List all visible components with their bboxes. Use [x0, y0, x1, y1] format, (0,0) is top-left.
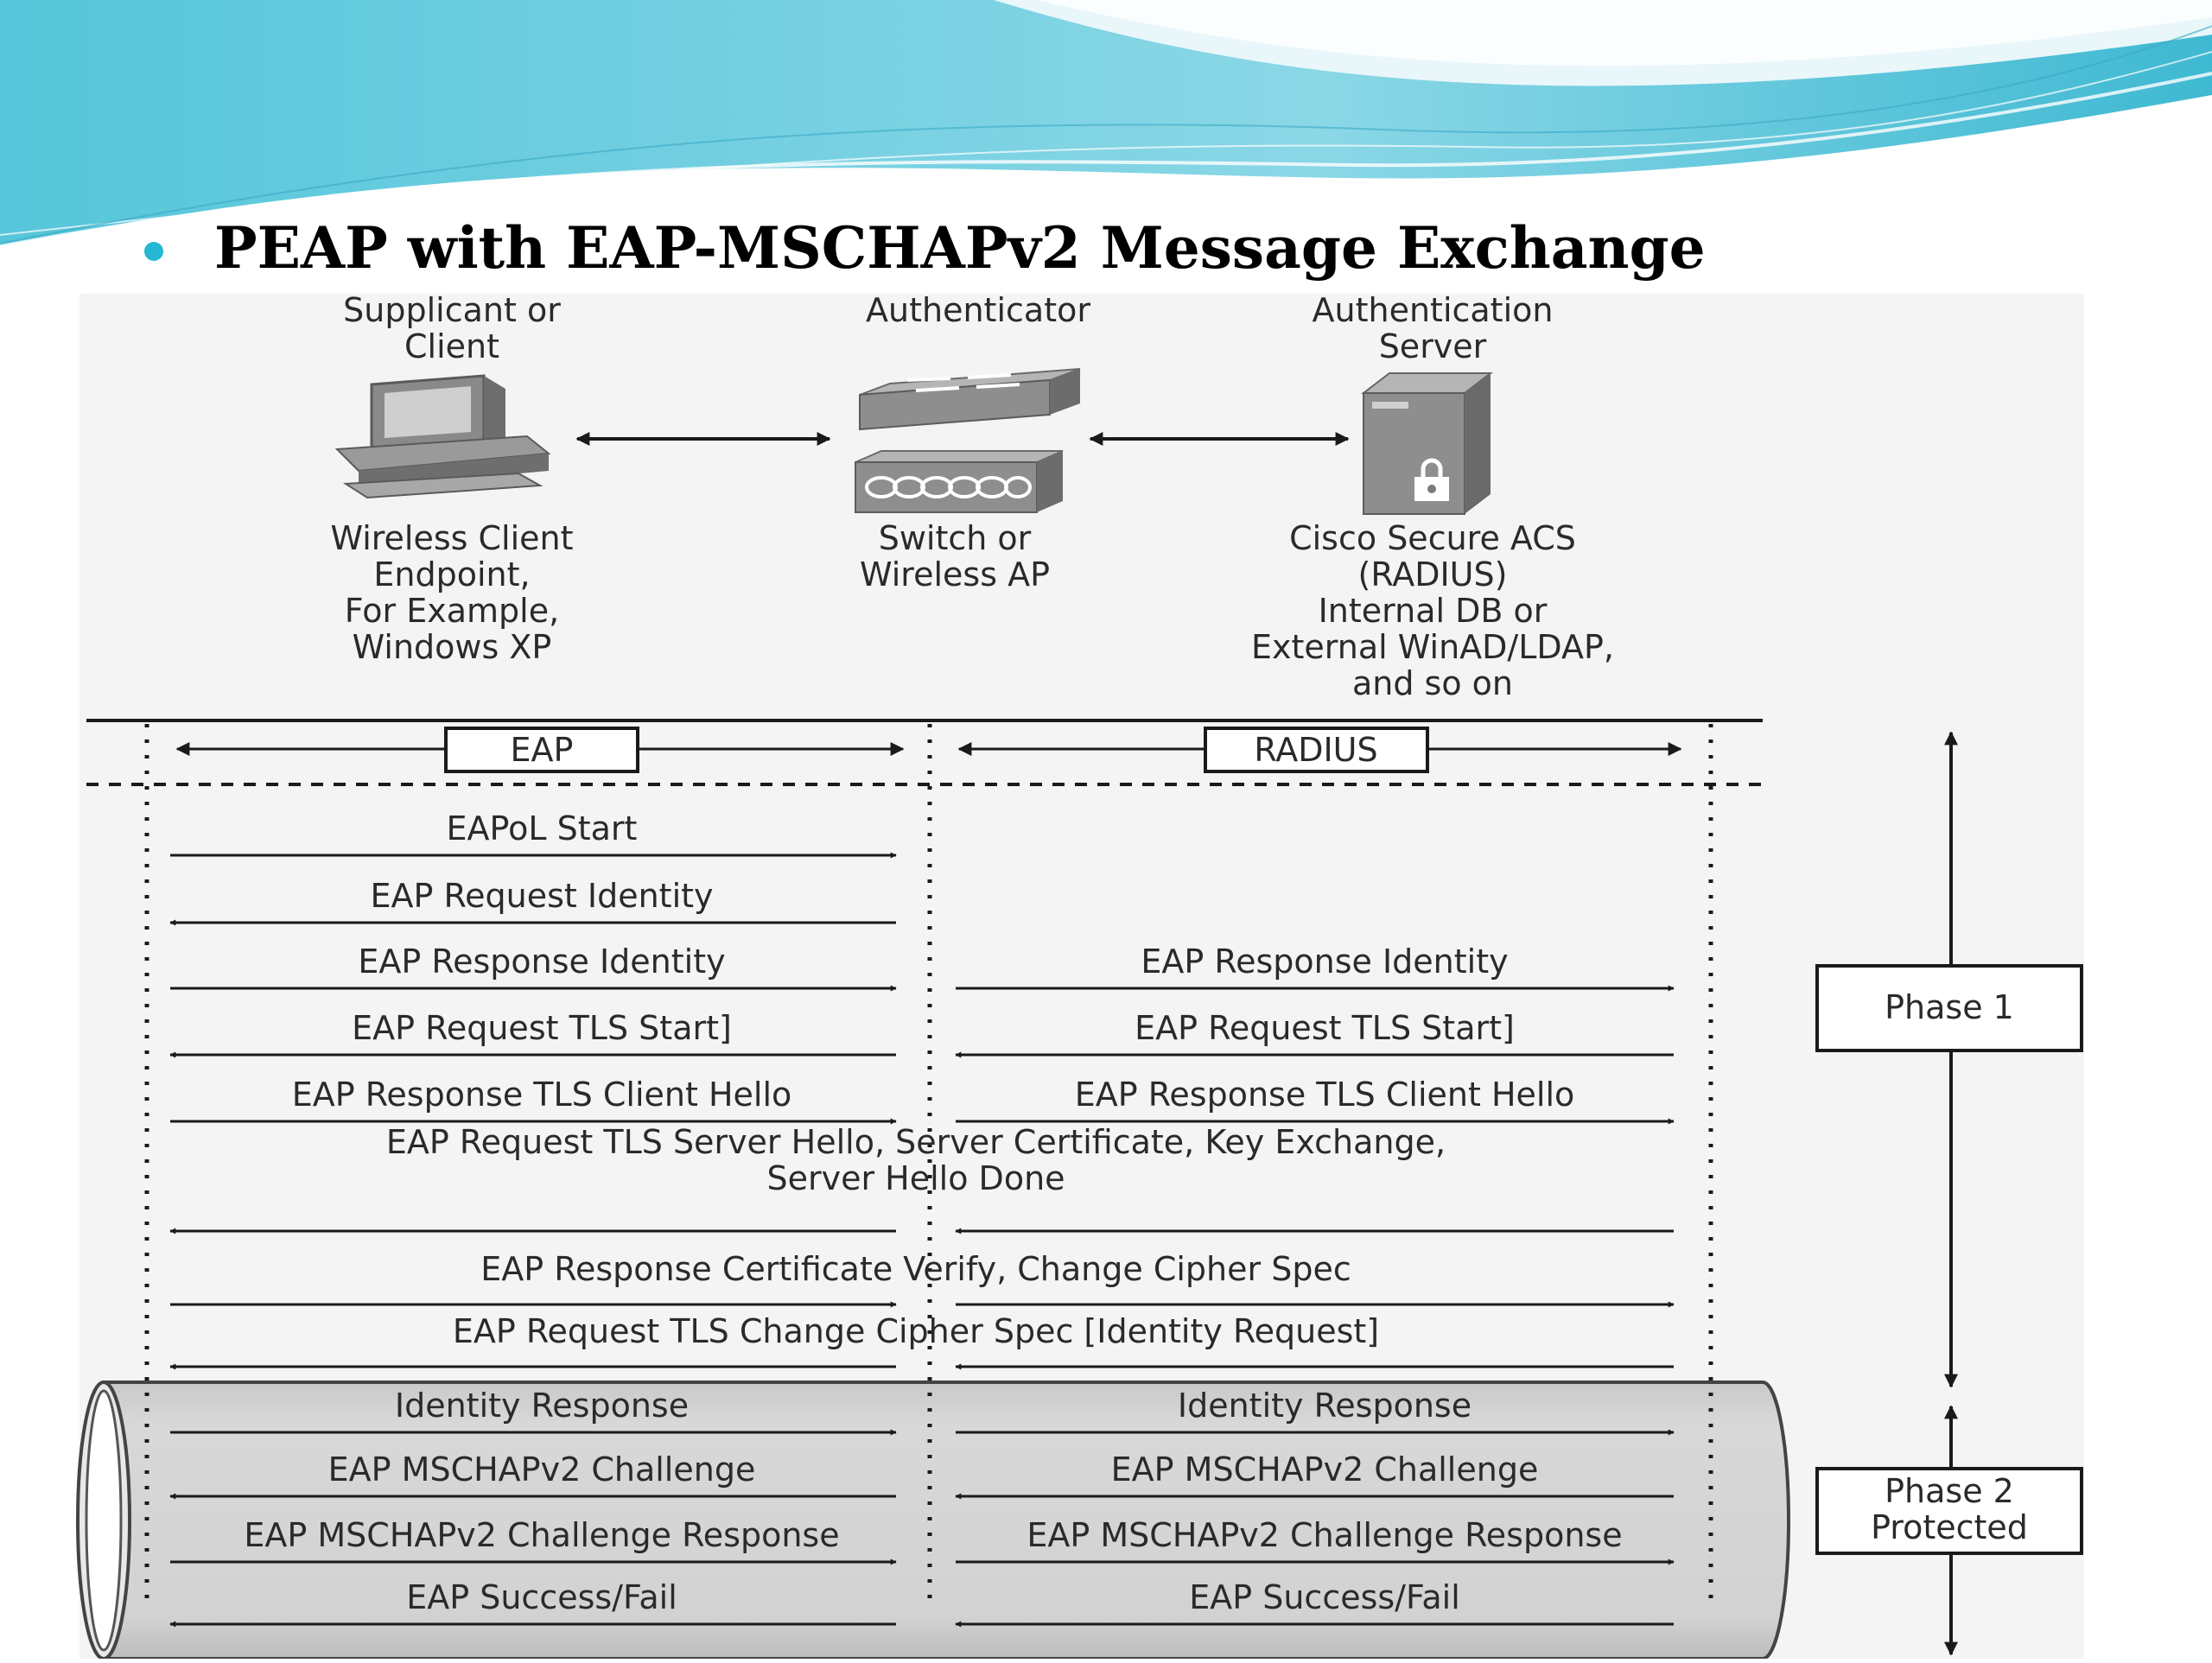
- message-label-span: EAP Request TLS Change Cipher Spec [Iden…: [453, 1312, 1379, 1350]
- message-label-right: EAP MSCHAPv2 Challenge: [1111, 1450, 1539, 1488]
- supplicant-caption-line-1: Wireless Client: [330, 519, 573, 557]
- eap-protocol-label: EAP: [511, 731, 574, 769]
- message-label-right: EAP Success/Fail: [1189, 1578, 1460, 1616]
- server-caption-line-4: External WinAD/LDAP,: [1251, 628, 1614, 666]
- server-caption-line-2: (RADIUS): [1358, 555, 1508, 593]
- auth-server-header-line-2: Server: [1379, 327, 1487, 365]
- protected-tunnel: [76, 1381, 1790, 1660]
- supplicant-header-line-2: Client: [404, 327, 499, 365]
- authenticator-caption-line-2: Wireless AP: [860, 555, 1050, 593]
- message-label-span: Server Hello Done: [766, 1159, 1065, 1197]
- server-caption-line-3: Internal DB or: [1319, 592, 1548, 630]
- phase-2-label-line-1: Phase 2: [1885, 1472, 2014, 1510]
- message-label-left: EAPoL Start: [447, 809, 638, 847]
- radius-protocol-box: [1204, 727, 1429, 773]
- phase-1-label: Phase 1: [1885, 988, 2014, 1026]
- message-label-left: EAP MSCHAPv2 Challenge Response: [244, 1516, 839, 1554]
- message-label-left: Identity Response: [395, 1387, 689, 1425]
- server-with-lock-icon: [1361, 372, 1493, 515]
- message-label-left: EAP MSCHAPv2 Challenge: [328, 1450, 756, 1488]
- server-caption-line-1: Cisco Secure ACS: [1289, 519, 1576, 557]
- access-point-icon: [855, 450, 1064, 513]
- message-label-left: EAP Request TLS Start]: [352, 1009, 732, 1047]
- supplicant-caption-line-2: Endpoint,: [373, 555, 530, 593]
- message-label-right: EAP MSCHAPv2 Challenge Response: [1027, 1516, 1622, 1554]
- auth-server-header-line-1: Authentication: [1313, 291, 1554, 329]
- message-label-left: EAP Success/Fail: [406, 1578, 677, 1616]
- radius-protocol-label: RADIUS: [1254, 731, 1377, 769]
- phase-1-box: [1815, 964, 2083, 1052]
- message-label-right: EAP Request TLS Start]: [1135, 1009, 1515, 1047]
- title-bullet: [144, 242, 163, 261]
- server-caption-line-5: and so on: [1352, 664, 1513, 702]
- supplicant-header-line-1: Supplicant or: [343, 291, 561, 329]
- message-label-right: EAP Response Identity: [1141, 943, 1508, 981]
- header-wave-decoration: [0, 0, 2212, 248]
- computer-icon: [334, 374, 551, 499]
- message-label-right: Identity Response: [1178, 1387, 1471, 1425]
- message-label-span: EAP Request TLS Server Hello, Server Cer…: [386, 1123, 1446, 1161]
- eap-protocol-box: [444, 727, 639, 773]
- message-label-left: EAP Response TLS Client Hello: [292, 1076, 792, 1114]
- phase-2-label-line-2: Protected: [1871, 1508, 2028, 1546]
- message-label-left: EAP Request Identity: [370, 877, 713, 915]
- authenticator-caption-line-1: Switch or: [879, 519, 1032, 557]
- authenticator-header: Authenticator: [866, 291, 1090, 329]
- slide-title: PEAP with EAP-MSCHAPv2 Message Exchange: [214, 214, 1706, 282]
- supplicant-caption-line-4: Windows XP: [353, 628, 552, 666]
- message-label-left: EAP Response Identity: [358, 943, 725, 981]
- supplicant-caption-line-3: For Example,: [345, 592, 559, 630]
- message-label-right: EAP Response TLS Client Hello: [1075, 1076, 1575, 1114]
- switch-icon: [859, 368, 1081, 431]
- message-label-span: EAP Response Certificate Verify, Change …: [480, 1250, 1351, 1288]
- phase-2-box: [1815, 1467, 2083, 1555]
